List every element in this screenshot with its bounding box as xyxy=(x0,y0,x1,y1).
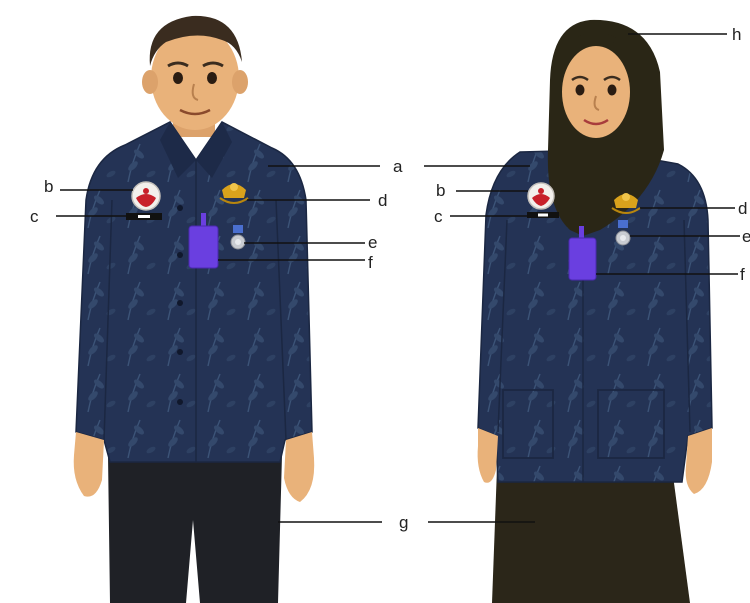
female-skirt xyxy=(492,468,690,603)
male-trousers xyxy=(108,455,282,603)
label-e-female: e xyxy=(742,227,750,246)
male-emblem-badge xyxy=(132,182,160,210)
male-medal-pin xyxy=(231,225,245,249)
label-h: h xyxy=(732,25,741,44)
male-right-hand xyxy=(284,432,314,502)
female-name-tag xyxy=(527,212,559,218)
label-f-male: f xyxy=(368,253,373,272)
label-f-female: f xyxy=(740,265,745,284)
male-figure xyxy=(74,16,315,603)
label-c-female: c xyxy=(434,207,443,226)
female-right-hand xyxy=(686,428,712,494)
label-a: a xyxy=(393,157,403,176)
label-d-female: d xyxy=(738,199,747,218)
label-c-male: c xyxy=(30,207,39,226)
label-g: g xyxy=(399,513,408,532)
label-d-male: d xyxy=(378,191,387,210)
male-name-tag xyxy=(126,213,162,220)
label-e-male: e xyxy=(368,233,377,252)
male-jacket xyxy=(76,122,312,462)
label-b-female: b xyxy=(436,181,445,200)
label-b-male: b xyxy=(44,177,53,196)
female-figure xyxy=(478,20,712,603)
female-emblem-badge xyxy=(528,183,554,209)
male-left-hand xyxy=(74,432,104,497)
female-medal-pin xyxy=(616,220,630,245)
female-left-hand xyxy=(478,428,498,483)
